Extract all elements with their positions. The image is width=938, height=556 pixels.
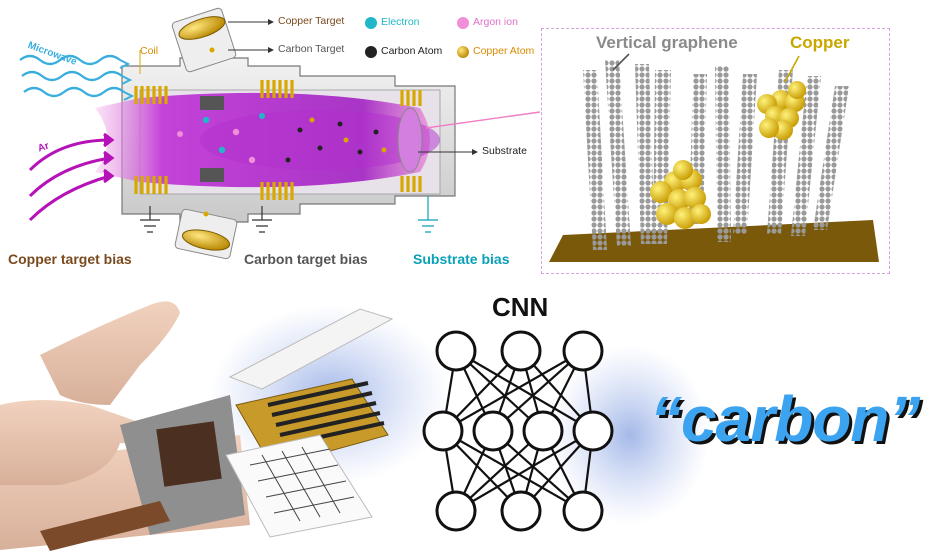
vertical-graphene-label: Vertical graphene [596,33,738,52]
electrode-stripes [267,381,385,447]
copper-callout-arrow [784,55,800,83]
coil-label: Coil [140,45,159,57]
copper-atom-legend-label: Copper Atom [473,45,535,57]
output-word: “carbon” [650,383,920,455]
carbon-atom-legend-label: Carbon Atom [381,45,443,57]
brown-strap [40,501,170,551]
carbon-target-block-lower [200,168,224,182]
cnn-node [435,330,477,372]
inset-pointer-line [425,111,541,129]
cnn-node [500,490,542,532]
cnn-node [435,490,477,532]
lower-copper-target-tube [174,208,238,260]
cnn-node [422,410,464,452]
electron-legend-label: Electron [381,16,420,28]
argon-ion-legend-label: Argon ion [473,16,518,28]
cnn-title: CNN [492,292,549,322]
vertical-graphene-sheets [583,60,849,250]
argon-inflow-arrows [28,132,115,222]
copper-cluster-2 [650,160,711,229]
copper-target-bias-label: Copper target bias [8,251,132,267]
substrate-label: Substrate [482,145,527,157]
wrist-sensor-patch [156,421,222,487]
copper-target-tube [171,7,237,73]
carbon-target-bias-label: Carbon target bias [244,251,368,267]
graphene-callout-arrow [612,53,630,71]
sputtering-chamber-diagram [19,7,541,260]
argon-legend-dot [457,17,469,29]
microwave-waves [19,54,135,101]
coil-windings [134,80,422,200]
copper-label: Copper [790,33,850,52]
mesh-layer [225,434,373,538]
cnn-node [562,330,604,372]
substrate-disc [397,107,423,173]
cnn-node [562,490,604,532]
cnn-node [522,410,564,452]
copper-legend-dot [457,46,469,58]
cnn-node [472,410,514,452]
sensor-scene [0,301,710,551]
callout-lines [139,21,474,153]
mesh-grid [249,446,355,522]
bias-symbols [140,196,438,233]
carbon-target-block [200,96,224,110]
cnn-network [422,330,614,532]
particles [177,47,387,217]
carbon-target-label: Carbon Target [278,43,345,55]
signal-glow-right [550,345,710,525]
upper-hand [40,301,180,405]
top-film-layer [228,308,394,390]
cnn-node [572,410,614,452]
electron-legend-dot [365,17,377,29]
pointing-hand [0,400,175,485]
copper-target-label: Copper Target [278,15,345,27]
graphene-inset-illustration [549,53,879,262]
copper-cluster-1 [757,81,806,140]
substrate-bias-label: Substrate bias [413,251,510,267]
cnn-node [500,330,542,372]
carbon-legend-dot [365,46,377,58]
